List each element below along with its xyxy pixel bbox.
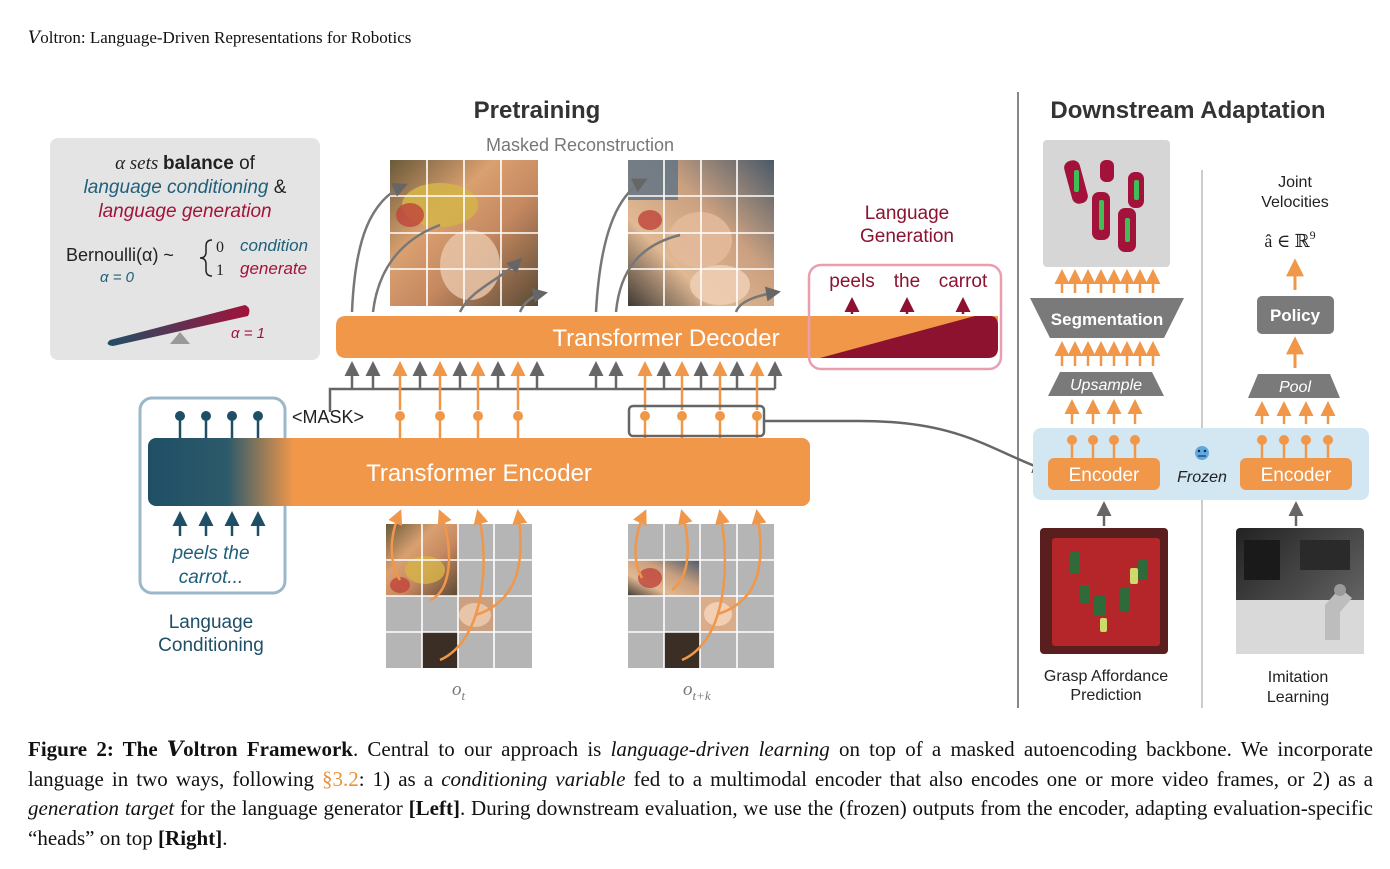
header-title: oltron: Language-Driven Representations …: [40, 28, 412, 47]
frame-label-t: ot: [452, 679, 466, 703]
segmentation-head: Segmentation: [1030, 298, 1184, 338]
transformer-decoder: Transformer Decoder: [336, 316, 998, 358]
segmentation-output-arrows: [1054, 269, 1161, 293]
upsample-label: Upsample: [1070, 377, 1142, 394]
fulcrum-icon: [170, 332, 190, 344]
alpha-one-label: α = 1: [231, 325, 265, 342]
alpha-line-1: α sets balance of: [115, 153, 256, 174]
frame-label-t-plus-k: ot+k: [683, 679, 711, 703]
reconstruction-arrows: [350, 178, 781, 313]
condition-label: condition: [240, 236, 308, 255]
encoder-label: Transformer Encoder: [366, 460, 592, 487]
language-generation-title-2: Generation: [860, 226, 954, 247]
frozen-label: Frozen: [1177, 469, 1227, 486]
encoder-right-box: [1240, 458, 1352, 490]
masked-frame-t-plus-k: ot+k: [628, 524, 774, 703]
pool-head: Pool: [1248, 374, 1340, 398]
encoder-to-pool-arrows: [1254, 401, 1336, 424]
encoder-output-tokens: [175, 404, 766, 438]
section-reference-link[interactable]: §3.2: [322, 766, 359, 791]
upsample-output-arrows: [1054, 341, 1161, 366]
imitation-learning-image: [1236, 528, 1364, 654]
language-generation-title-1: Language: [865, 203, 950, 224]
encoder-right-label: Encoder: [1261, 465, 1332, 486]
condition-number: 0: [216, 239, 224, 256]
frozen-face-icon: [1195, 446, 1209, 460]
language-generation-box: Language Generation peels the carrot: [807, 203, 1003, 371]
policy-label: Policy: [1270, 306, 1321, 325]
language-input-2: carrot...: [179, 567, 243, 588]
language-input-1: peels the: [171, 543, 249, 564]
encoder-to-upsample-arrows: [1064, 399, 1143, 424]
encoder-left-label: Encoder: [1069, 465, 1140, 486]
figure-caption: Figure 2: The Voltron Framework. Central…: [28, 736, 1373, 850]
gen-token-3: carrot: [939, 271, 988, 292]
language-conditioning-title-1: Language: [169, 612, 254, 633]
masked-reconstruction-subtitle: Masked Reconstruction: [486, 135, 674, 155]
alpha-balance-box: α sets balance of language conditioning …: [50, 138, 320, 360]
caption-label: Figure 2: The Voltron Framework: [28, 736, 353, 761]
alpha-line-3: language generation: [98, 201, 271, 222]
action-space-label: â ∈ ℝ9: [1264, 228, 1315, 251]
brace-icon: [199, 239, 213, 277]
segmentation-label: Segmentation: [1051, 310, 1163, 329]
segmentation-output-image: [1043, 140, 1170, 267]
generate-number: 1: [216, 262, 224, 279]
encoder-output-highlight: [627, 404, 766, 438]
imitation-label-2: Learning: [1267, 689, 1329, 706]
language-conditioning-box: peels the carrot... Language Conditionin…: [138, 396, 287, 656]
alpha-zero-label: α = 0: [100, 269, 135, 286]
decoder-label: Transformer Decoder: [552, 325, 779, 352]
mask-token-label: <MASK>: [292, 407, 364, 427]
reconstructed-frame-t-plus-k: [628, 160, 774, 306]
joint-velocities-1: Joint: [1278, 174, 1312, 191]
running-header: Voltron: Language-Driven Representations…: [28, 28, 411, 48]
encoder-input-arrows: [388, 509, 767, 662]
pool-label: Pool: [1279, 379, 1311, 396]
decoder-input-arrows: [328, 361, 783, 412]
encoder-left-box: [1048, 458, 1160, 490]
gen-token-2: the: [894, 271, 920, 292]
frozen-encoder-band: Encoder Encoder Frozen: [1033, 428, 1369, 500]
downstream-title: Downstream Adaptation: [1050, 97, 1325, 124]
grasp-label-1: Grasp Affordance: [1044, 668, 1168, 685]
masked-frame-t: ot: [386, 524, 532, 703]
transformer-encoder: Transformer Encoder: [148, 438, 810, 506]
voltron-framework-figure: Pretraining Masked Reconstruction Downst…: [50, 92, 1369, 708]
language-conditioning-title-2: Conditioning: [158, 635, 264, 656]
bernoulli-label: Bernoulli(α) ~: [66, 245, 174, 265]
generate-label: generate: [240, 259, 307, 278]
alpha-slider-bar: [107, 305, 250, 346]
imitation-label-1: Imitation: [1268, 669, 1328, 686]
joint-velocities-2: Velocities: [1261, 194, 1329, 211]
pretraining-title: Pretraining: [474, 97, 601, 124]
policy-head: Policy: [1257, 296, 1334, 334]
transfer-arrow: [764, 419, 1048, 473]
grasp-affordance-image: [1040, 528, 1168, 654]
reconstructed-frame-t: [390, 160, 538, 306]
header-title-v: V: [28, 28, 41, 48]
upsample-head: Upsample: [1048, 372, 1164, 396]
gen-token-1: peels: [829, 271, 874, 292]
grasp-label-2: Prediction: [1070, 687, 1141, 704]
alpha-line-2: language conditioning &: [84, 177, 287, 198]
